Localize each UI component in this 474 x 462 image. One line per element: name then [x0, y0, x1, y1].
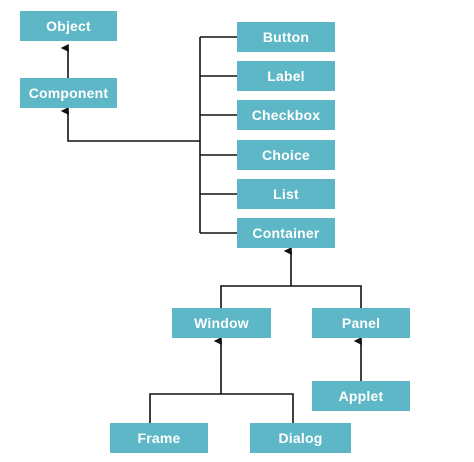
edge-bus-component — [60, 107, 200, 142]
node-list: List — [237, 179, 335, 209]
node-label: Label — [237, 61, 335, 91]
node-dialog: Dialog — [250, 423, 351, 453]
edge-frame-dialog-bus — [149, 393, 294, 423]
node-panel: Panel — [312, 308, 410, 338]
node-frame: Frame — [110, 423, 208, 453]
node-checkbox: Checkbox — [237, 100, 335, 130]
node-object: Object — [20, 11, 117, 41]
node-choice: Choice — [237, 140, 335, 170]
node-button: Button — [237, 22, 335, 52]
node-window: Window — [172, 308, 271, 338]
edge-window-panel-bus — [220, 285, 362, 308]
node-applet: Applet — [312, 381, 410, 411]
node-container: Container — [237, 218, 335, 248]
node-component: Component — [20, 78, 117, 108]
